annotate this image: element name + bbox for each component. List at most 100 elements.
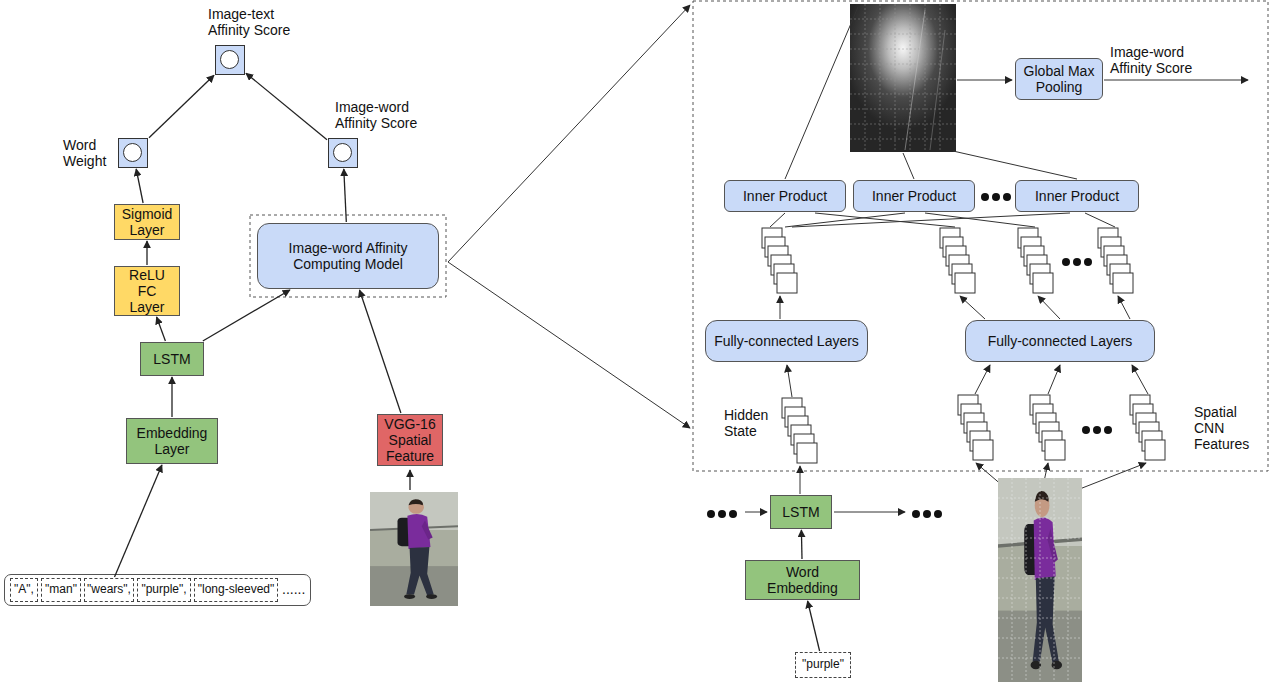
box-text: "purple" xyxy=(802,658,844,672)
connector-arrow xyxy=(360,290,401,413)
attention-heatmap xyxy=(895,4,896,152)
ellipsis-dots xyxy=(992,193,1000,201)
feature-map-stack xyxy=(958,395,993,460)
feature-map xyxy=(1018,228,1038,248)
feature-map-stack xyxy=(940,228,975,293)
person-photo xyxy=(1054,478,1055,682)
model-box: Image-word Affinity Computing Model xyxy=(257,223,439,289)
ellipsis-dots xyxy=(1084,258,1092,266)
flow-lines xyxy=(953,151,1077,179)
feature-map xyxy=(765,237,785,257)
layer-box: ReLU FC Layer xyxy=(114,266,180,316)
feature-map-stack xyxy=(1018,228,1053,293)
layer-box: Embedding Layer xyxy=(126,418,218,464)
word-token: "long-sleeved" xyxy=(194,578,278,602)
box-text: Fully-connected Layers xyxy=(714,333,859,349)
feature-map xyxy=(797,443,817,463)
feature-map xyxy=(1136,413,1156,433)
score-circle xyxy=(220,50,239,69)
flow-lines xyxy=(800,466,801,494)
feature-map xyxy=(952,264,972,284)
box-text: Inner Product xyxy=(1035,188,1119,204)
detail-panel xyxy=(693,1,1268,471)
feature-map xyxy=(771,255,791,275)
connector-arrow xyxy=(146,241,147,265)
ellipsis-dots xyxy=(1073,258,1081,266)
ellipsis-dots xyxy=(912,510,920,518)
attention-heatmap xyxy=(865,4,866,152)
flow-lines xyxy=(792,213,1070,227)
feature-map xyxy=(1107,255,1127,275)
feature-map xyxy=(794,434,814,454)
flow-lines xyxy=(975,365,990,394)
box-text: "wears", xyxy=(87,583,131,597)
connector-arrow xyxy=(171,377,172,417)
flow-lines xyxy=(815,213,955,227)
box-text: Sigmoid Layer xyxy=(119,206,175,238)
score-heading: Image-text Affinity Score xyxy=(208,6,312,38)
attention-heatmap xyxy=(850,124,956,125)
feature-map xyxy=(1033,404,1053,424)
flow-lines xyxy=(1072,463,1146,492)
person-photo xyxy=(998,478,1082,682)
feature-label: Hidden State xyxy=(724,407,778,439)
box-text: "man" xyxy=(45,583,77,597)
person-photo xyxy=(998,498,1082,499)
connector-arrow xyxy=(136,169,143,203)
person-photo xyxy=(1026,478,1027,682)
connector-arrow xyxy=(203,290,290,341)
score-heading: Image-word Affinity Score xyxy=(335,99,439,131)
score-circle xyxy=(123,143,142,162)
person-photo xyxy=(998,538,1082,539)
flow-lines xyxy=(957,80,1012,81)
flow-lines xyxy=(785,213,905,227)
feature-map-stack xyxy=(782,398,817,463)
feature-map xyxy=(762,228,782,248)
connector-arrow xyxy=(801,530,803,559)
attention-heatmap xyxy=(905,10,925,150)
feature-map xyxy=(1130,395,1150,415)
feature-map xyxy=(777,273,797,293)
feature-map xyxy=(782,398,802,418)
person-photo xyxy=(998,598,1082,599)
feature-map xyxy=(958,395,978,415)
feature-map xyxy=(785,407,805,427)
feature-map xyxy=(1024,246,1044,266)
connector-arrow xyxy=(157,317,166,341)
feature-map xyxy=(768,246,788,266)
ellipsis-dots xyxy=(1093,426,1101,434)
flow-lines xyxy=(1085,213,1115,227)
attention-heatmap xyxy=(850,139,956,140)
connector-arrow xyxy=(149,75,214,137)
feature-map xyxy=(964,413,984,433)
ellipsis-dots xyxy=(1062,258,1070,266)
feature-map-stack xyxy=(762,228,797,293)
attention-heatmap xyxy=(850,19,956,20)
person-photo xyxy=(998,578,1082,579)
person-photo xyxy=(998,518,1082,519)
feature-map xyxy=(1039,422,1059,442)
box-text: "long-sleeved" xyxy=(198,583,275,597)
feature-map xyxy=(1021,237,1041,257)
inner-product-box: Inner Product xyxy=(1015,180,1139,212)
connector-arrow xyxy=(344,169,347,222)
word-token: "purple", xyxy=(137,578,191,602)
box-text: Fully-connected Layers xyxy=(988,333,1133,349)
ellipsis-dots xyxy=(1082,426,1090,434)
flow-lines xyxy=(1048,365,1060,394)
flow-lines xyxy=(1132,365,1148,394)
flow-lines xyxy=(745,7,1248,512)
flow-lines xyxy=(960,296,985,319)
feature-map xyxy=(961,404,981,424)
feature-map xyxy=(955,273,975,293)
ellipsis-dots xyxy=(718,510,726,518)
word-token: "wears", xyxy=(84,578,134,602)
feature-map xyxy=(1104,246,1124,266)
score-box: Image-word Affinity Score xyxy=(328,138,358,168)
feature-map xyxy=(967,422,987,442)
connector-arrow xyxy=(246,73,327,140)
box-text: ReLU FC Layer xyxy=(119,267,175,315)
feature-map xyxy=(970,431,990,451)
flow-lines xyxy=(976,463,1010,492)
